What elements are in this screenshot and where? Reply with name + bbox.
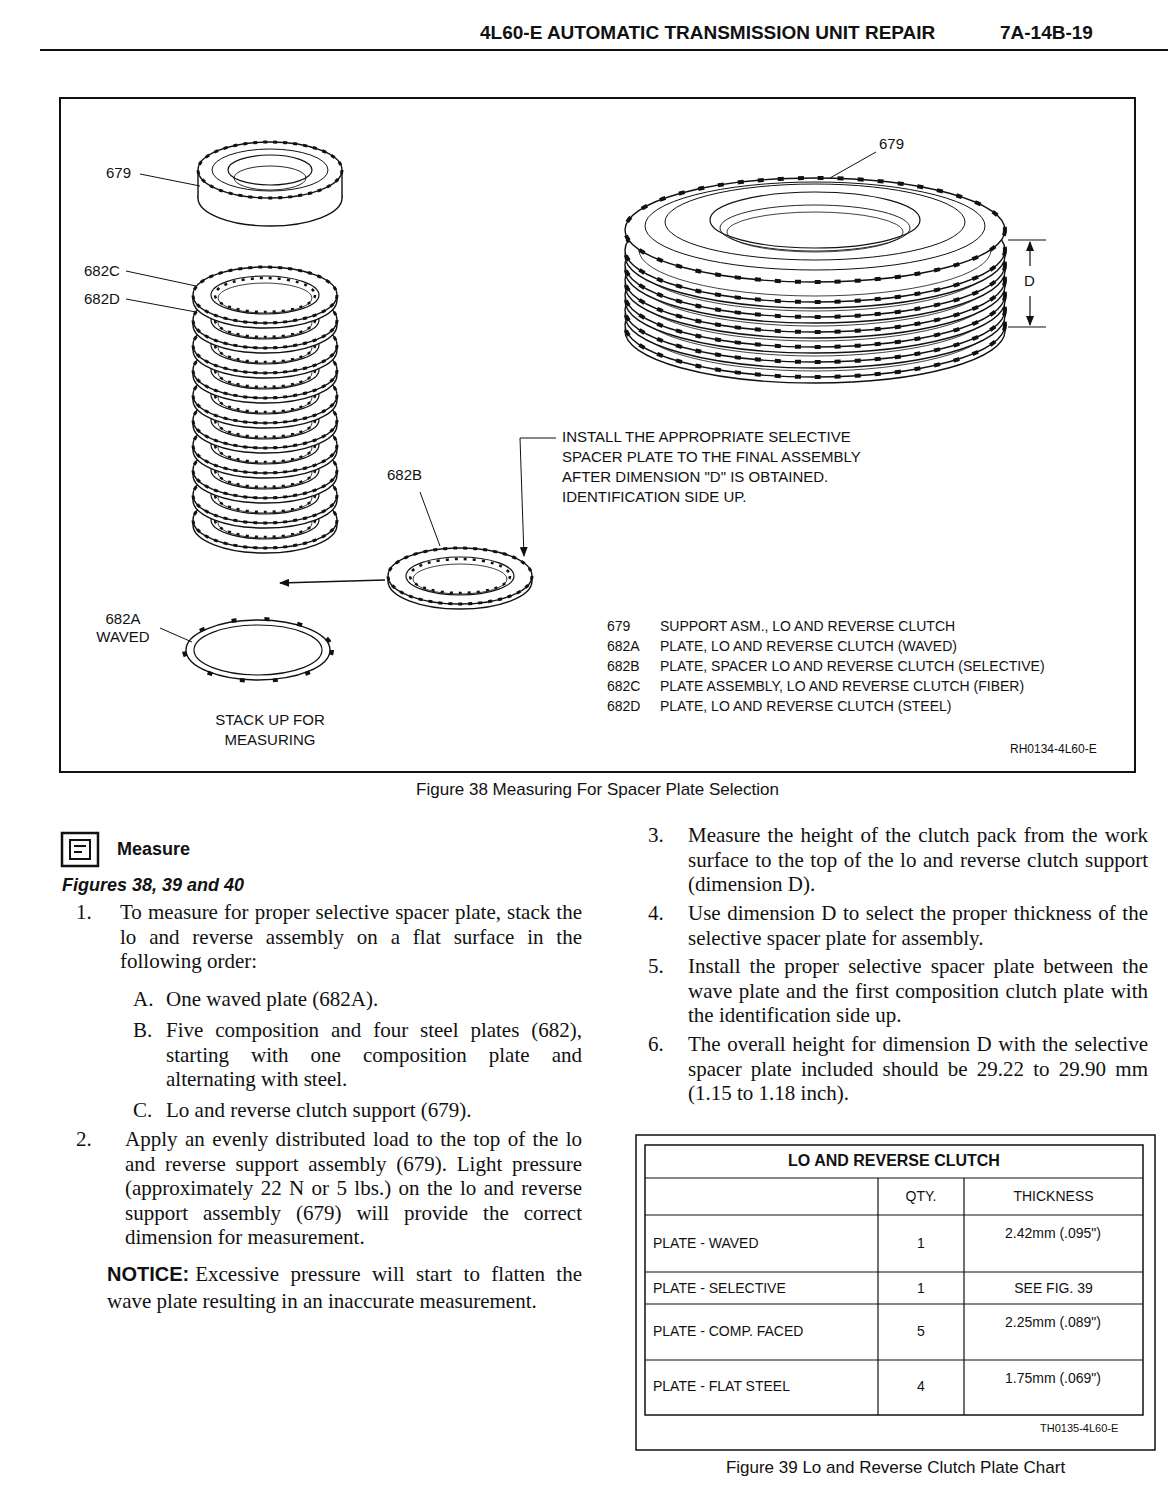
figure-code: TH0135-4L60-E xyxy=(1040,1422,1118,1435)
callout-number: 682D xyxy=(84,290,120,308)
dimension-label: D xyxy=(1024,272,1035,290)
table-cell: 2.42mm (.095") xyxy=(1003,1224,1103,1242)
legend-number: 682C xyxy=(607,678,640,695)
step-text: Measure the height of the clutch pack fr… xyxy=(688,823,1148,897)
notice-label: NOTICE: xyxy=(107,1263,189,1285)
legend-number: 682A xyxy=(607,638,640,655)
legend-text: PLATE, LO AND REVERSE CLUTCH (STEEL) xyxy=(660,698,951,715)
step-text: The overall height for dimension D with … xyxy=(688,1032,1148,1106)
legend-text: PLATE ASSEMBLY, LO AND REVERSE CLUTCH (F… xyxy=(660,678,1024,695)
assembly-arrow xyxy=(280,580,385,583)
table-cell: PLATE - SELECTIVE xyxy=(653,1280,786,1297)
spacer-plate-illustration xyxy=(388,548,532,609)
step-number: C. xyxy=(133,1098,152,1123)
step-number: 1. xyxy=(76,900,92,925)
table-title: LO AND REVERSE CLUTCH xyxy=(645,1151,1143,1170)
step-text: Five composition and four steel plates (… xyxy=(166,1018,582,1092)
legend-text: PLATE, SPACER LO AND REVERSE CLUTCH (SEL… xyxy=(660,658,1045,675)
notice-paragraph: NOTICE:Excessive pressure will start to … xyxy=(107,1262,582,1315)
table-cell: 1 xyxy=(878,1235,964,1252)
figure-caption: Figure 39 Lo and Reverse Clutch Plate Ch… xyxy=(636,1458,1155,1478)
callout-number: 682B xyxy=(387,466,422,484)
table-header: QTY. xyxy=(878,1188,964,1205)
step-number: 6. xyxy=(648,1032,664,1057)
step-text: One waved plate (682A). xyxy=(166,987,582,1012)
plate-chart-table xyxy=(636,1135,1155,1450)
legend-number: 679 xyxy=(607,618,630,635)
dimension-d xyxy=(1008,240,1046,327)
step-text: Use dimension D to select the proper thi… xyxy=(688,901,1148,950)
table-cell: 5 xyxy=(878,1323,964,1340)
callout-number: 679 xyxy=(106,164,131,182)
callout-number: 679 xyxy=(879,135,904,153)
table-cell: SEE FIG. 39 xyxy=(964,1280,1143,1297)
legend-text: PLATE, LO AND REVERSE CLUTCH (WAVED) xyxy=(660,638,957,655)
figure-code: RH0134-4L60-E xyxy=(1010,742,1097,756)
step-number: B. xyxy=(133,1018,152,1043)
step-number: 5. xyxy=(648,954,664,979)
step-text: To measure for proper selective spacer p… xyxy=(120,900,582,974)
step-number: 3. xyxy=(648,823,664,848)
step-text: Install the proper selective spacer plat… xyxy=(688,954,1148,1028)
table-header: THICKNESS xyxy=(964,1188,1143,1205)
running-header: 4L60-E AUTOMATIC TRANSMISSION UNIT REPAI… xyxy=(480,21,935,44)
clutch-stack-illustration xyxy=(193,142,342,553)
table-cell: PLATE - COMP. FACED xyxy=(653,1323,803,1340)
figure-note: STACK UP FOR MEASURING xyxy=(190,710,350,750)
callout-number: 682A WAVED xyxy=(86,610,160,646)
figure-caption: Figure 38 Measuring For Spacer Plate Sel… xyxy=(60,780,1135,800)
figure-note: INSTALL THE APPROPRIATE SELECTIVE SPACER… xyxy=(562,427,907,507)
step-number: 2. xyxy=(76,1127,92,1152)
table-cell: 1 xyxy=(878,1280,964,1297)
figure-reference: Figures 38, 39 and 40 xyxy=(62,874,244,896)
table-cell: 2.25mm (.089") xyxy=(1003,1313,1103,1331)
page-number: 7A-14B-19 xyxy=(1000,21,1093,44)
clutch-stack-measure-illustration xyxy=(625,178,1005,383)
legend-text: SUPPORT ASM., LO AND REVERSE CLUTCH xyxy=(660,618,955,635)
table-cell: PLATE - FLAT STEEL xyxy=(653,1378,790,1395)
waved-plate-illustration xyxy=(184,619,332,681)
section-heading: Measure xyxy=(117,838,190,860)
header-rule xyxy=(40,49,1168,51)
measure-icon xyxy=(62,833,98,866)
table-cell: 1.75mm (.069") xyxy=(1003,1369,1103,1387)
step-number: 4. xyxy=(648,901,664,926)
figure-frame xyxy=(60,98,1135,772)
step-text: Lo and reverse clutch support (679). xyxy=(166,1098,582,1123)
callout-number: 682C xyxy=(84,262,120,280)
table-cell: PLATE - WAVED xyxy=(653,1235,759,1252)
table-cell: 4 xyxy=(878,1378,964,1395)
step-text: Apply an evenly distributed load to the … xyxy=(125,1127,582,1250)
legend-number: 682B xyxy=(607,658,640,675)
step-number: A. xyxy=(133,987,153,1012)
legend-number: 682D xyxy=(607,698,640,715)
